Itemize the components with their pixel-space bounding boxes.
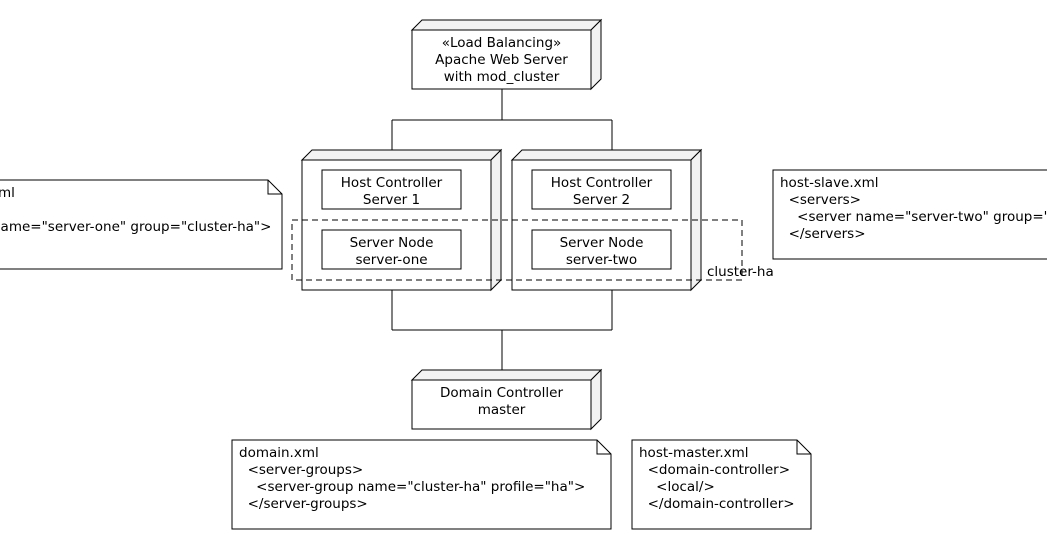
domain-controller-name: master [478,402,526,418]
domain-controller-title: Domain Controller [440,385,564,401]
host-controller-1-title: Host Controller [341,175,443,191]
server-node-1-name: server-one [355,252,427,268]
cluster-group: cluster-ha [291,219,774,281]
host-master-line-4: </domain-controller> [639,496,795,512]
load-balancer-module: with mod_cluster [444,69,560,85]
domain-xml-line-4: </server-groups> [239,496,368,512]
domain-xml-line-2: <server-groups> [239,462,363,478]
load-balancer-node: «Load Balancing» Apache Web Server with … [410,18,603,91]
domain-xml-line-3: <server-group name="cluster-ha" profile=… [239,479,585,495]
server-node-box-2 [531,229,672,270]
server-node-box-1 [321,229,462,270]
host-controller-box-2 [531,169,672,210]
host-slave-note: host-slave.xml <servers> <server name="s… [772,169,1047,260]
server-node-1-title: Server Node [350,235,434,251]
host-slave-line-1: host-slave.xml [780,175,879,191]
host-master-line-3: <local/> [639,479,715,495]
server-node-2-title: Server Node [560,235,644,251]
host-controller-1-name: Server 1 [363,192,420,208]
host-slave-line-3: <server name="server-two" group="cluster… [780,209,1047,225]
host-master-note: host-master.xml <domain-controller> <loc… [631,439,812,530]
cluster-group-label: cluster-ha [707,264,774,280]
domain-xml-line-1: domain.xml [239,445,319,461]
server-node-2-name: server-two [566,252,637,268]
host-slave-line-4: </servers> [780,226,866,242]
host-slave-line-2: <servers> [780,192,861,208]
load-balancer-name: Apache Web Server [435,52,568,68]
host-master-line-1: host-master.xml [639,445,749,461]
domain-controller-node: Domain Controller master [410,368,603,431]
note-left-line-2: name="server-one" group="cluster-ha"> [0,219,271,235]
host-node-2: Host Controller Server 2 Server Node ser… [510,148,703,292]
domain-xml-note: domain.xml <server-groups> <server-group… [231,439,612,530]
host-master-line-2: <domain-controller> [639,462,790,478]
load-balancer-stereotype: «Load Balancing» [442,35,562,51]
host-controller-2-name: Server 2 [573,192,630,208]
host-node-1: Host Controller Server 1 Server Node ser… [300,148,503,292]
host-controller-2-title: Host Controller [551,175,653,191]
note-left-line-1: ml [0,185,15,201]
host-controller-box-1 [321,169,462,210]
host-slave-note-left: ml name="server-one" group="cluster-ha"> [0,179,283,270]
connectors [391,89,613,380]
